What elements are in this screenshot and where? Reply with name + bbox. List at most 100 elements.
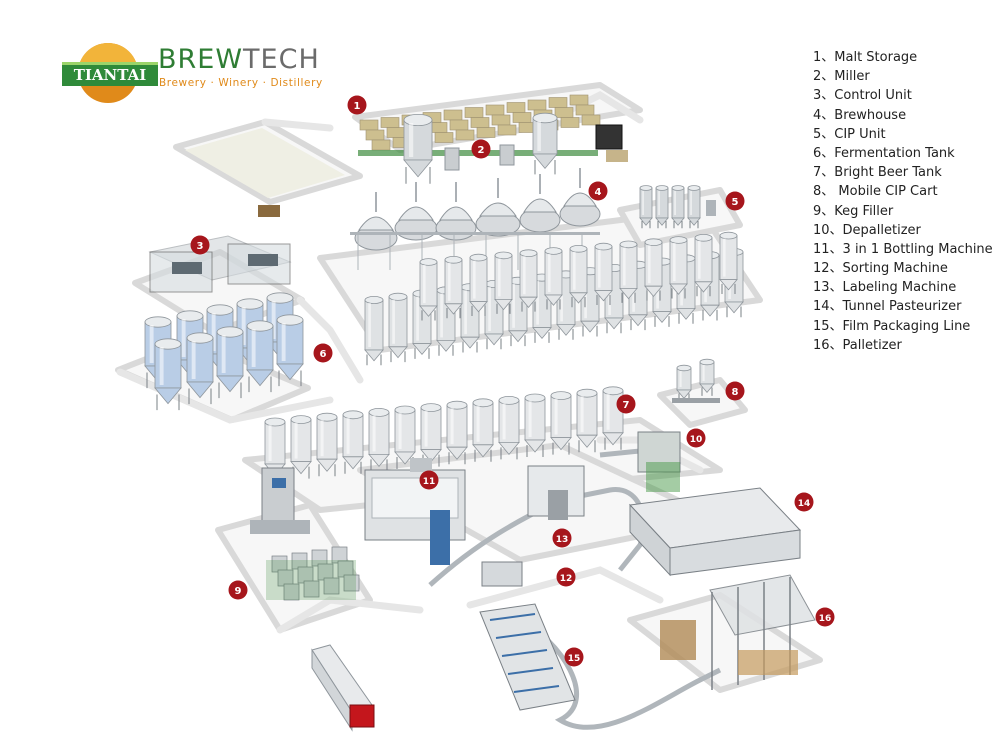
tank-highlight [398, 413, 402, 449]
malt-bag [575, 104, 595, 116]
bright-beer-tank [576, 388, 598, 453]
malt-bag [386, 127, 406, 138]
tank-body [498, 399, 520, 443]
tank-cone [508, 330, 528, 343]
walkway [296, 296, 364, 384]
legend-item: 11、3 in 1 Bottling Machine [813, 241, 993, 257]
tank-highlight [181, 319, 186, 357]
tank-highlight [598, 249, 601, 288]
malt-bag [470, 117, 490, 128]
truck-cab [349, 704, 375, 728]
bright-beer-tank [550, 391, 572, 455]
tank-top [519, 249, 538, 258]
tank-body [246, 325, 274, 371]
tank-highlight [409, 123, 414, 157]
tank-top [316, 412, 338, 422]
tank-cone [652, 311, 672, 324]
brewhouse-vessel [559, 168, 601, 227]
station-badge-circle [794, 492, 814, 512]
tank-cone [604, 317, 624, 330]
station-badge-number: 16 [819, 614, 832, 624]
tank-body [619, 243, 638, 289]
fermentation-tank [544, 247, 563, 310]
malt-bag [449, 119, 469, 131]
brewhouse-vessel [475, 178, 521, 237]
tank-top [532, 112, 558, 124]
tank-highlight [476, 405, 480, 442]
fermentation-tank [444, 255, 463, 319]
fermentation-tank [419, 258, 438, 321]
legend-item: 5、CIP Unit [813, 126, 886, 142]
depalletizer-stack [646, 462, 680, 492]
legend-item: 13、Labeling Machine [813, 280, 957, 296]
tank-top [144, 316, 172, 328]
tank-cone [246, 369, 274, 387]
malt-bag [569, 94, 589, 106]
tank-highlight [281, 323, 286, 361]
tank-highlight [159, 347, 164, 385]
tank-top [236, 298, 264, 310]
tank-body [524, 397, 546, 441]
malt-bag [497, 124, 517, 136]
station-badge-circle [347, 95, 367, 115]
tank-body [264, 421, 286, 465]
tank-top [655, 185, 669, 191]
brewhouse-vessel [354, 192, 398, 251]
tank-highlight [584, 274, 587, 319]
tank-cone [412, 343, 432, 356]
malt-bag [527, 99, 547, 111]
malt-bag [548, 97, 568, 108]
tank-highlight [648, 245, 651, 284]
tank-cone [550, 437, 572, 451]
tank-highlight [440, 293, 443, 338]
station-badge-circle [686, 428, 706, 448]
tank-body [532, 117, 558, 155]
equipment-legend: 1、Malt Storage 2、Miller 3、Control Unit 4… [813, 48, 998, 355]
tank-body [388, 296, 408, 348]
film-roller [507, 667, 554, 675]
tank-body [186, 337, 214, 383]
tank-cone [342, 456, 364, 470]
tank-cone [655, 217, 669, 226]
palletizer-frame-top [709, 574, 816, 636]
tank-top [419, 258, 438, 266]
crate [258, 205, 280, 217]
keg-filler-base [250, 520, 310, 534]
brewhouse-platform [350, 232, 600, 235]
tank-body [444, 259, 463, 305]
tank-body [216, 331, 244, 377]
tank-top [699, 358, 715, 366]
tank-top [446, 400, 468, 410]
tank-body [719, 235, 738, 281]
tank-highlight [251, 329, 256, 367]
tank-body [594, 246, 613, 292]
tank-highlight [473, 260, 476, 299]
malt-bag [464, 107, 484, 118]
bright-beer-tank [498, 395, 520, 460]
tank-top [364, 295, 384, 304]
mill-motor [595, 124, 623, 150]
tank-cone [644, 285, 663, 298]
tank-cone [494, 299, 513, 311]
fermentation-tank [694, 234, 713, 297]
tank-highlight [424, 410, 428, 447]
tank-highlight [580, 396, 584, 433]
station-badge-number: 2 [478, 145, 485, 156]
legend-item: 9、Keg Filler [813, 203, 894, 219]
tank-highlight [537, 121, 541, 151]
station-badge-number: 10 [690, 435, 703, 445]
tank-highlight [528, 401, 532, 437]
equipment-group [144, 94, 816, 732]
tank-top [472, 398, 494, 408]
vessel-dome [358, 216, 394, 231]
keg [323, 577, 340, 595]
tank-cone [602, 432, 624, 446]
tank-cone [472, 444, 494, 458]
station-badge-circle [471, 139, 491, 159]
station-badge-number: 12 [560, 574, 573, 584]
tank-body [676, 367, 692, 391]
tank-cone [532, 153, 558, 170]
tank-cone [694, 281, 713, 293]
tank-top [186, 332, 214, 344]
